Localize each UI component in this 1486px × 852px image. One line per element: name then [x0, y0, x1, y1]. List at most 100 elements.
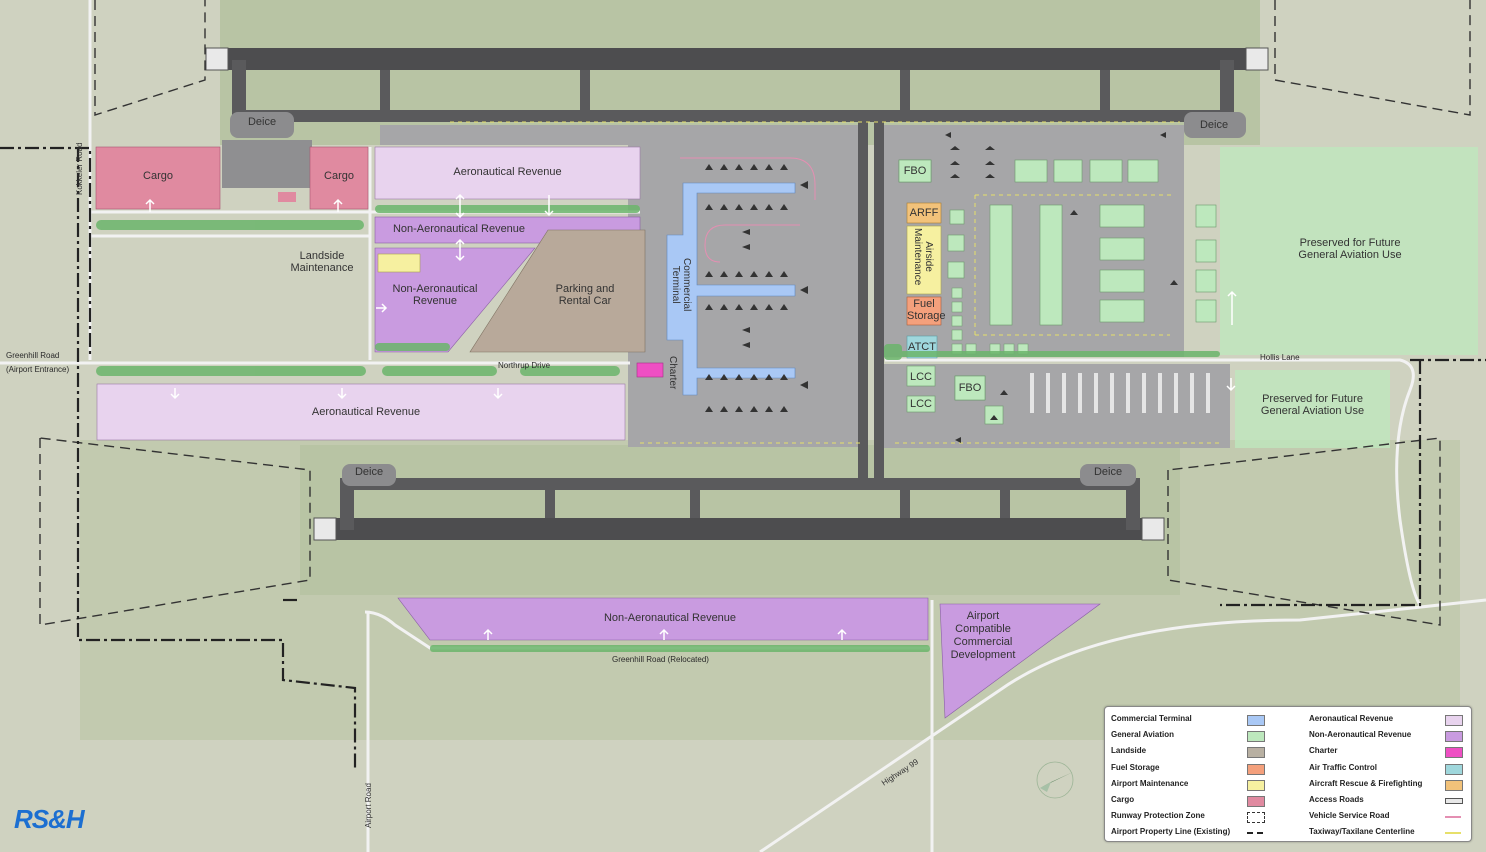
label-fuel-storage: Fuel Storage [907, 298, 946, 322]
taxiway-cross-a [858, 120, 868, 482]
taxiway-south-connector-e [1126, 478, 1140, 530]
legend-swatch [1247, 763, 1265, 775]
legend-swatch [1247, 747, 1265, 759]
legend-swatch [1445, 731, 1463, 743]
ga-small-blocks [951, 287, 1029, 355]
label-kokkeler-road: Kokkeler Road [75, 142, 84, 195]
label-deice-nw: Deice [247, 116, 277, 128]
legend-item-label: Airport Maintenance [1111, 778, 1189, 788]
taxiway-north-connector-w [232, 60, 246, 120]
label-lcc-2: LCC [909, 398, 932, 410]
legend-item-label: Access Roads [1309, 795, 1364, 804]
runway-south-threshold-west [313, 517, 337, 541]
taxiway-south-infield-2 [690, 490, 700, 518]
zone-fuel-storage [906, 296, 942, 326]
label-greenhill-relocated: Greenhill Road (Relocated) [612, 655, 709, 664]
label-deice-sw: Deice [354, 466, 384, 478]
legend-swatch [1445, 747, 1463, 759]
legend-swatch [1445, 816, 1461, 819]
taxiway-north-infield-3 [900, 70, 910, 112]
legend-item-label: Cargo [1111, 795, 1135, 804]
legend-item-label: Fuel Storage [1111, 762, 1160, 772]
legend-item-label: Runway Protection Zone [1111, 811, 1205, 821]
label-deice-ne: Deice [1199, 119, 1229, 131]
legend-swatch [1445, 763, 1463, 775]
zone-cargo-west [95, 146, 221, 210]
label-lcc-1: LCC [909, 371, 932, 383]
legend-item-label: Air Traffic Control [1309, 762, 1378, 772]
zone-non-aero-south [397, 597, 929, 641]
label-arff: ARFF [909, 207, 939, 219]
rsh-logo: RS&H [14, 804, 85, 834]
zone-parking [469, 229, 646, 353]
legend-item-label: Commercial Terminal [1111, 714, 1192, 723]
apron-cargo-nw [222, 140, 312, 188]
deice-pad-se [1080, 464, 1136, 486]
zone-preserved-ga-1 [1220, 147, 1478, 355]
legend-item-label: Landside [1111, 746, 1147, 756]
taxiway-cross-b [874, 120, 884, 482]
deice-pad-sw [342, 464, 396, 486]
label-fbo-1: FBO [903, 165, 927, 177]
label-commercial-terminal: Commercial Terminal [670, 258, 692, 312]
legend-swatch [1247, 812, 1265, 824]
label-non-aero-south: Non-Aeronautical Revenue [603, 612, 737, 624]
label-hollis-lane: Hollis Lane [1260, 353, 1300, 362]
legend-item-label: Airport Property Line (Existing) [1111, 827, 1231, 837]
zone-fbo-2 [954, 375, 986, 401]
vehicle-service-road [680, 157, 816, 263]
aircraft-ga [945, 132, 1178, 443]
taxiway-north-infield-4 [1100, 70, 1110, 112]
zone-lcc-1 [906, 365, 936, 387]
direction-arrows [145, 193, 1237, 640]
legend-item-label: Charter [1309, 746, 1338, 756]
legend-swatch [1445, 798, 1463, 804]
apron-north [380, 125, 630, 145]
label-airport-commercial: Airport Compatible Commercial Developmen… [950, 610, 1016, 661]
legend-swatch [1247, 796, 1265, 807]
taxilane-centerlines [450, 121, 1220, 444]
label-fbo-2: FBO [958, 382, 982, 394]
taxiway-south-connector-w [340, 478, 354, 530]
legend-item-label: Vehicle Service Road [1309, 811, 1390, 821]
t-hangar-rows [1030, 373, 1210, 413]
label-aero-rev-north: Aeronautical Revenue [453, 166, 562, 178]
taxiway-north-infield-2 [580, 70, 590, 112]
runway-south [336, 518, 1142, 540]
label-parking: Parking and Rental Car [555, 283, 615, 307]
zone-charter [636, 362, 664, 378]
zone-preserved-ga-2 [1235, 370, 1390, 448]
tree-lines [96, 205, 1220, 652]
label-cargo-1: Cargo [143, 170, 173, 182]
runway-north-threshold-west [205, 47, 229, 71]
deice-pad-ne [1184, 112, 1246, 138]
runway-south-threshold-east [1141, 517, 1165, 541]
north-arrow-icon [1036, 761, 1074, 799]
label-non-aero-mid: Non-Aeronautical Revenue [392, 283, 478, 307]
property-line [0, 146, 1486, 770]
taxiway-north-parallel [232, 110, 1232, 122]
label-charter: Charter [667, 356, 678, 390]
runway-north-threshold-east [1245, 47, 1269, 71]
zone-airside-maint [906, 225, 942, 295]
zone-fbo-1 [898, 159, 932, 183]
apron-ga-south [884, 364, 1230, 448]
label-preserved-ga-1: Preserved for Future General Aviation Us… [1298, 237, 1402, 261]
legend-swatch [1445, 832, 1461, 835]
zone-aero-rev-north [374, 146, 641, 200]
legend-swatch [1247, 715, 1265, 726]
label-preserved-ga-2: Preserved for Future General Aviation Us… [1260, 393, 1365, 417]
zone-cargo-small [278, 192, 296, 202]
zone-landside-maint [377, 253, 421, 273]
legend-swatch [1247, 731, 1265, 743]
taxiway-south-parallel [340, 478, 1140, 490]
runway-north [228, 48, 1246, 70]
label-greenhill-road: Greenhill Road [6, 351, 60, 360]
taxiway-north-connector-e [1220, 60, 1234, 120]
label-aero-rev-south: Aeronautical Revenue [311, 406, 421, 418]
taxiway-north-infield-1 [380, 70, 390, 112]
zone-arff [906, 202, 942, 224]
taxiway-south-infield-3 [900, 490, 910, 518]
